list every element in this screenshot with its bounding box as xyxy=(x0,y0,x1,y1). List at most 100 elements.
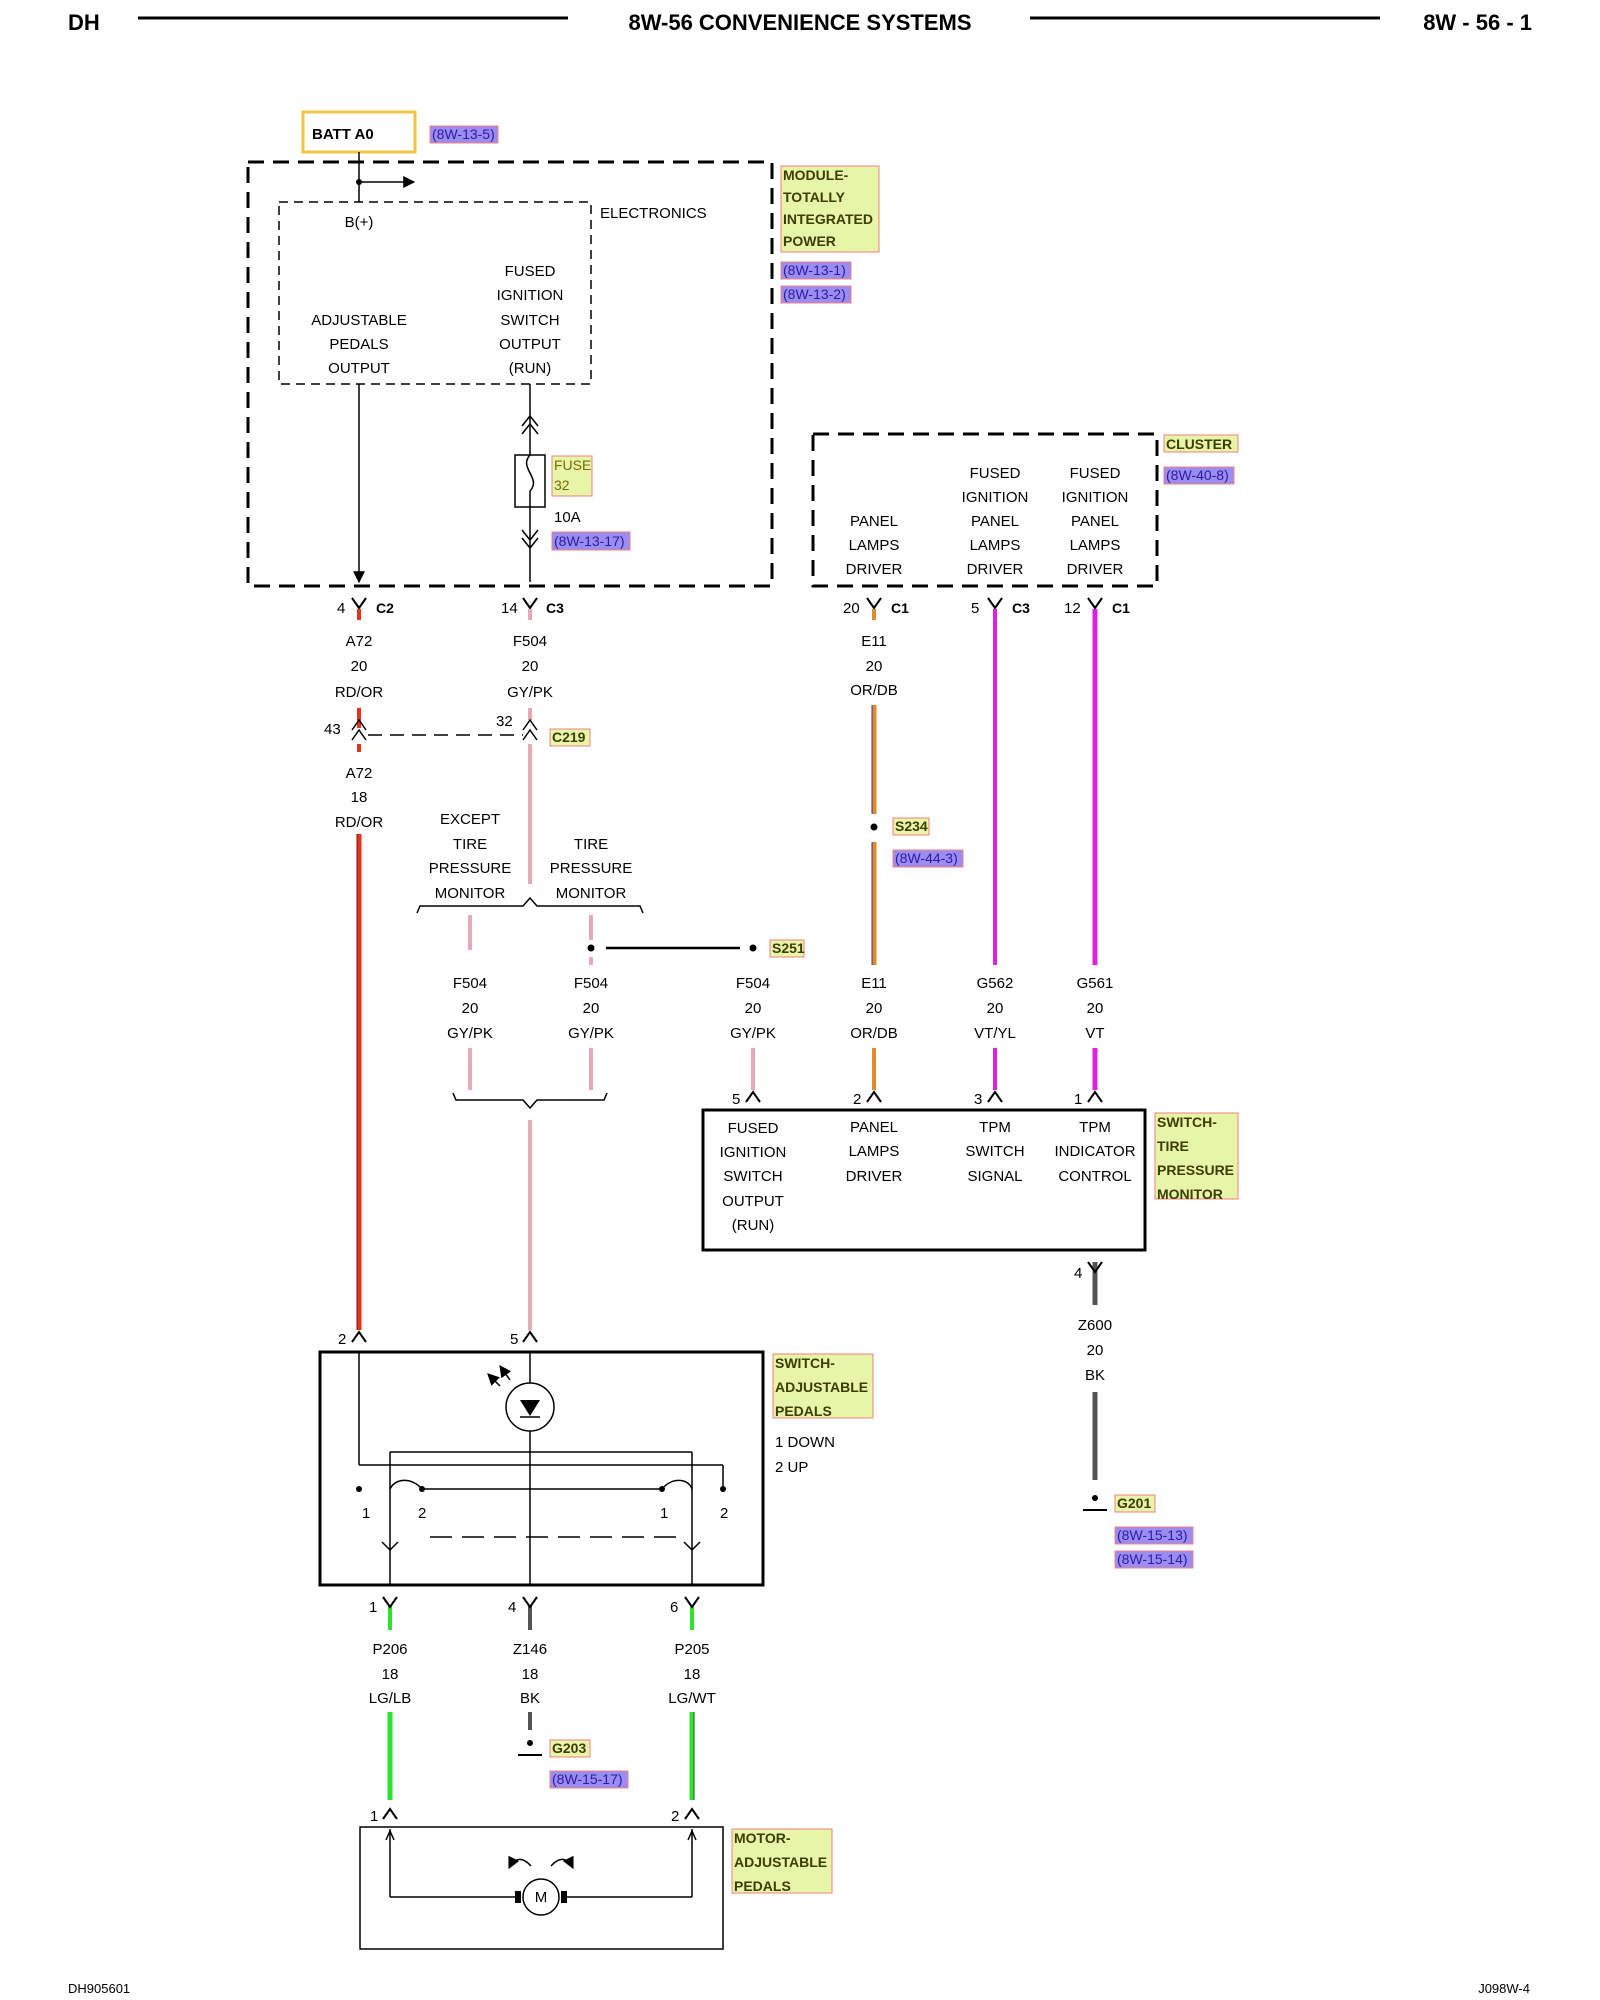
s251-label-bg xyxy=(769,939,805,958)
fused-out-line1: FUSED xyxy=(505,263,556,280)
g561-circuit: G561 xyxy=(1077,975,1114,992)
electronics-outline xyxy=(278,201,592,385)
s234-label-bg xyxy=(892,817,930,836)
tipm-ref2-link[interactable]: (8W-13-2) xyxy=(783,286,846,302)
tpm-col4-line1: TPM xyxy=(1079,1119,1111,1136)
tpm-pin-2: 2 xyxy=(853,1091,861,1108)
a72-lower-gauge: 18 xyxy=(351,789,368,806)
motor-box xyxy=(359,1826,724,1950)
upper-connectors: 4 C2 14 C3 20 C1 5 C3 12 C1 xyxy=(337,597,1130,617)
pin-c3-14: 14 xyxy=(501,600,518,617)
tpm-opt-line3: MONITOR xyxy=(556,885,627,902)
tpm-title-bg xyxy=(1154,1112,1239,1200)
p206-gauge: 18 xyxy=(382,1666,399,1683)
tpm-pin-3: 3 xyxy=(974,1091,982,1108)
tpm-col3-line1: TPM xyxy=(979,1119,1011,1136)
tpm-col4-line2: INDICATOR xyxy=(1054,1143,1135,1160)
fused-out-line2: IGNITION xyxy=(497,287,564,304)
contact-1-left: 1 xyxy=(362,1505,370,1522)
conn-c2: C2 xyxy=(376,600,394,616)
electronics-label: ELECTRONICS xyxy=(600,205,707,222)
cluster-ref-bg xyxy=(1163,466,1235,485)
f504-r-gauge: 20 xyxy=(745,1000,762,1017)
except-line4: MONITOR xyxy=(435,885,506,902)
z600-circuit: Z600 xyxy=(1078,1317,1112,1334)
cluster-col1-line2: LAMPS xyxy=(849,537,900,554)
f504-m-gauge: 20 xyxy=(583,1000,600,1017)
g203-ref-link[interactable]: (8W-15-17) xyxy=(552,1771,623,1787)
g561-color: VT xyxy=(1085,1025,1104,1042)
f504-upper-circuit: F504 xyxy=(513,633,547,650)
conn-cl-c1a: C1 xyxy=(891,600,909,616)
batt-ref-link[interactable]: (8W-13-5) xyxy=(432,126,495,142)
pedal-out-pin-6: 6 xyxy=(670,1599,678,1616)
a72-lower-color: RD/OR xyxy=(335,814,384,831)
tpm-title-line2: TIRE xyxy=(1157,1138,1189,1154)
tpm-pin-5: 5 xyxy=(732,1091,740,1108)
tipm-ref1-link[interactable]: (8W-13-1) xyxy=(783,262,846,278)
g562-circuit: G562 xyxy=(977,975,1014,992)
z600-color: BK xyxy=(1085,1367,1105,1384)
cluster-title: CLUSTER xyxy=(1166,436,1232,452)
tipm-title-bg xyxy=(780,165,880,253)
z146-circuit: Z146 xyxy=(513,1641,547,1658)
g201-ref2-link[interactable]: (8W-15-14) xyxy=(1117,1551,1188,1567)
cluster-col3-line4: LAMPS xyxy=(1070,537,1121,554)
c219-label: C219 xyxy=(552,729,586,745)
footer-code-left: DH905601 xyxy=(68,1981,130,1996)
tpm-col3-line3: SIGNAL xyxy=(967,1168,1022,1185)
f504-upper-color: GY/PK xyxy=(507,684,553,701)
fuse-ref-link[interactable]: (8W-13-17) xyxy=(554,533,625,549)
contact-1-right: 1 xyxy=(660,1505,668,1522)
a72-upper-circuit: A72 xyxy=(346,633,373,650)
contact-2-left: 2 xyxy=(418,1505,426,1522)
pin-c2-4: 4 xyxy=(337,600,345,617)
cluster-col3-line3: PANEL xyxy=(1071,513,1119,530)
tpm-col4-line3: CONTROL xyxy=(1058,1168,1131,1185)
c219-label-bg xyxy=(549,728,591,747)
s251-label: S251 xyxy=(772,940,805,956)
motor-title-line2: ADJUSTABLE xyxy=(734,1854,827,1870)
batt-label: BATT A0 xyxy=(312,126,374,143)
f504-upper-gauge: 20 xyxy=(522,658,539,675)
conn-cl-c3: C3 xyxy=(1012,600,1030,616)
g561-gauge: 20 xyxy=(1087,1000,1104,1017)
a72-upper-gauge: 20 xyxy=(351,658,368,675)
page-title: 8W-56 CONVENIENCE SYSTEMS xyxy=(628,10,971,35)
pedal-motor: 1 2 M MOTOR- ADJUSTABLE PEDALS xyxy=(359,1807,833,1950)
tipm-ref1-bg xyxy=(780,261,852,280)
p206-circuit: P206 xyxy=(372,1641,407,1658)
e11-upper-circuit: E11 xyxy=(861,633,887,650)
g203-ref-bg xyxy=(549,1770,629,1789)
except-line1: EXCEPT xyxy=(440,811,500,828)
cluster-outline xyxy=(811,432,1159,588)
cluster-ref-link[interactable]: (8W-40-8) xyxy=(1166,467,1229,483)
f504-l-gauge: 20 xyxy=(462,1000,479,1017)
fuse-label-bg xyxy=(551,455,593,497)
f504-m-color: GY/PK xyxy=(568,1025,614,1042)
cluster-col3-line2: IGNITION xyxy=(1062,489,1129,506)
cluster-col1-line1: PANEL xyxy=(850,513,898,530)
tpm-col2-line2: LAMPS xyxy=(849,1143,900,1160)
z146-gauge: 18 xyxy=(522,1666,539,1683)
s234-ref-link[interactable]: (8W-44-3) xyxy=(895,850,958,866)
batt-box xyxy=(301,110,417,154)
adj-out-line3: OUTPUT xyxy=(328,360,390,377)
g203-label: G203 xyxy=(552,1740,586,1756)
pedal-title-bg xyxy=(772,1353,874,1419)
motor-pin-2: 2 xyxy=(671,1808,679,1825)
tpm-col1-line5: (RUN) xyxy=(732,1217,775,1234)
tipm-title-line3: INTEGRATED xyxy=(783,211,873,227)
pin-c219-43: 43 xyxy=(324,721,341,738)
tpm-opt-line1: TIRE xyxy=(574,836,608,853)
tpm-col3-line2: SWITCH xyxy=(965,1143,1024,1160)
pedal-pin-5: 5 xyxy=(510,1331,518,1348)
g201-label-bg xyxy=(1114,1494,1156,1513)
g201-ref1-bg xyxy=(1114,1526,1194,1545)
f504-r-circuit: F504 xyxy=(736,975,770,992)
g201-ref1-link[interactable]: (8W-15-13) xyxy=(1117,1527,1188,1543)
f504-l-color: GY/PK xyxy=(447,1025,493,1042)
except-line2: TIRE xyxy=(453,836,487,853)
wires xyxy=(356,609,1098,1800)
